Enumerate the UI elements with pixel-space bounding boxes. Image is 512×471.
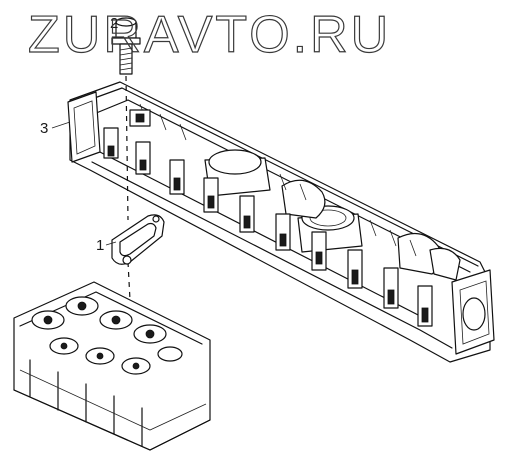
bolt [111, 17, 141, 75]
cylinder-head [13, 281, 211, 451]
leader-1 [105, 241, 117, 246]
assembly-axis-lower [127, 261, 131, 301]
callout-3: 3 [40, 120, 48, 137]
callout-1: 1 [96, 237, 104, 254]
gasket [111, 214, 165, 265]
watermark: ZURAVTO.RU [28, 6, 391, 64]
callout-2: 2 [110, 15, 118, 32]
exhaust-manifold [67, 81, 495, 363]
leader-3 [51, 121, 71, 129]
assembly-axis-upper [125, 75, 129, 221]
